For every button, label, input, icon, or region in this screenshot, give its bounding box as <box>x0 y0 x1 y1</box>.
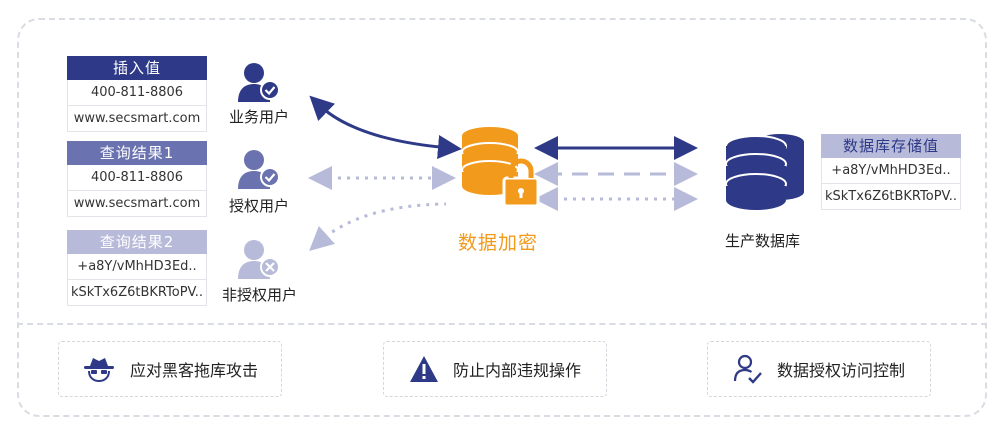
insert-value-table: 插入值 400-811-8806 www.secsmart.com <box>67 56 207 132</box>
user-check-icon <box>733 354 762 384</box>
authorized-user-label: 授权用户 <box>229 197 290 215</box>
authorized-user-icon <box>238 150 280 189</box>
table-cell: +a8Y/vMhHD3Ed.. <box>821 158 961 184</box>
unauthorized-user-label: 非授权用户 <box>222 286 298 304</box>
table-cell: kSkTx6Z6tBKRToPV.. <box>67 280 207 306</box>
feature-access-control: 数据授权访问控制 <box>707 341 931 397</box>
query-result1-table: 查询结果1 400-811-8806 www.secsmart.com <box>67 141 207 217</box>
table-cell: www.secsmart.com <box>67 191 207 217</box>
table-cell: 400-811-8806 <box>67 165 207 191</box>
hacker-icon <box>83 358 114 382</box>
feature-internal-violation: 防止内部违规操作 <box>383 341 607 397</box>
table-cell: kSkTx6Z6tBKRToPV.. <box>821 184 961 210</box>
business-user-label: 业务用户 <box>229 108 290 126</box>
business-user-icon <box>238 63 280 102</box>
feature-label: 应对黑客拖库攻击 <box>129 361 258 380</box>
query-result2-table: 查询结果2 +a8Y/vMhHD3Ed.. kSkTx6Z6tBKRToPV.. <box>67 230 207 306</box>
outer-frame <box>17 18 987 417</box>
section-divider <box>17 323 987 325</box>
table-header: 查询结果2 <box>67 230 207 254</box>
table-header: 查询结果1 <box>67 141 207 165</box>
unauthorized-user-icon <box>238 240 280 279</box>
table-cell: www.secsmart.com <box>67 106 207 132</box>
table-cell: 400-811-8806 <box>67 80 207 106</box>
db-stored-value-table: 数据库存储值 +a8Y/vMhHD3Ed.. kSkTx6Z6tBKRToPV.… <box>821 134 961 210</box>
warning-icon <box>409 356 438 382</box>
production-database-icon <box>725 134 804 210</box>
table-header: 数据库存储值 <box>821 134 961 158</box>
feature-label: 防止内部违规操作 <box>452 361 581 380</box>
database-label: 生产数据库 <box>725 232 801 250</box>
feature-label: 数据授权访问控制 <box>776 361 905 380</box>
encrypted-database-icon <box>461 127 540 208</box>
feature-anti-hacker: 应对黑客拖库攻击 <box>58 341 282 397</box>
table-header: 插入值 <box>67 56 207 80</box>
encryption-label: 数据加密 <box>458 232 539 254</box>
table-cell: +a8Y/vMhHD3Ed.. <box>67 254 207 280</box>
